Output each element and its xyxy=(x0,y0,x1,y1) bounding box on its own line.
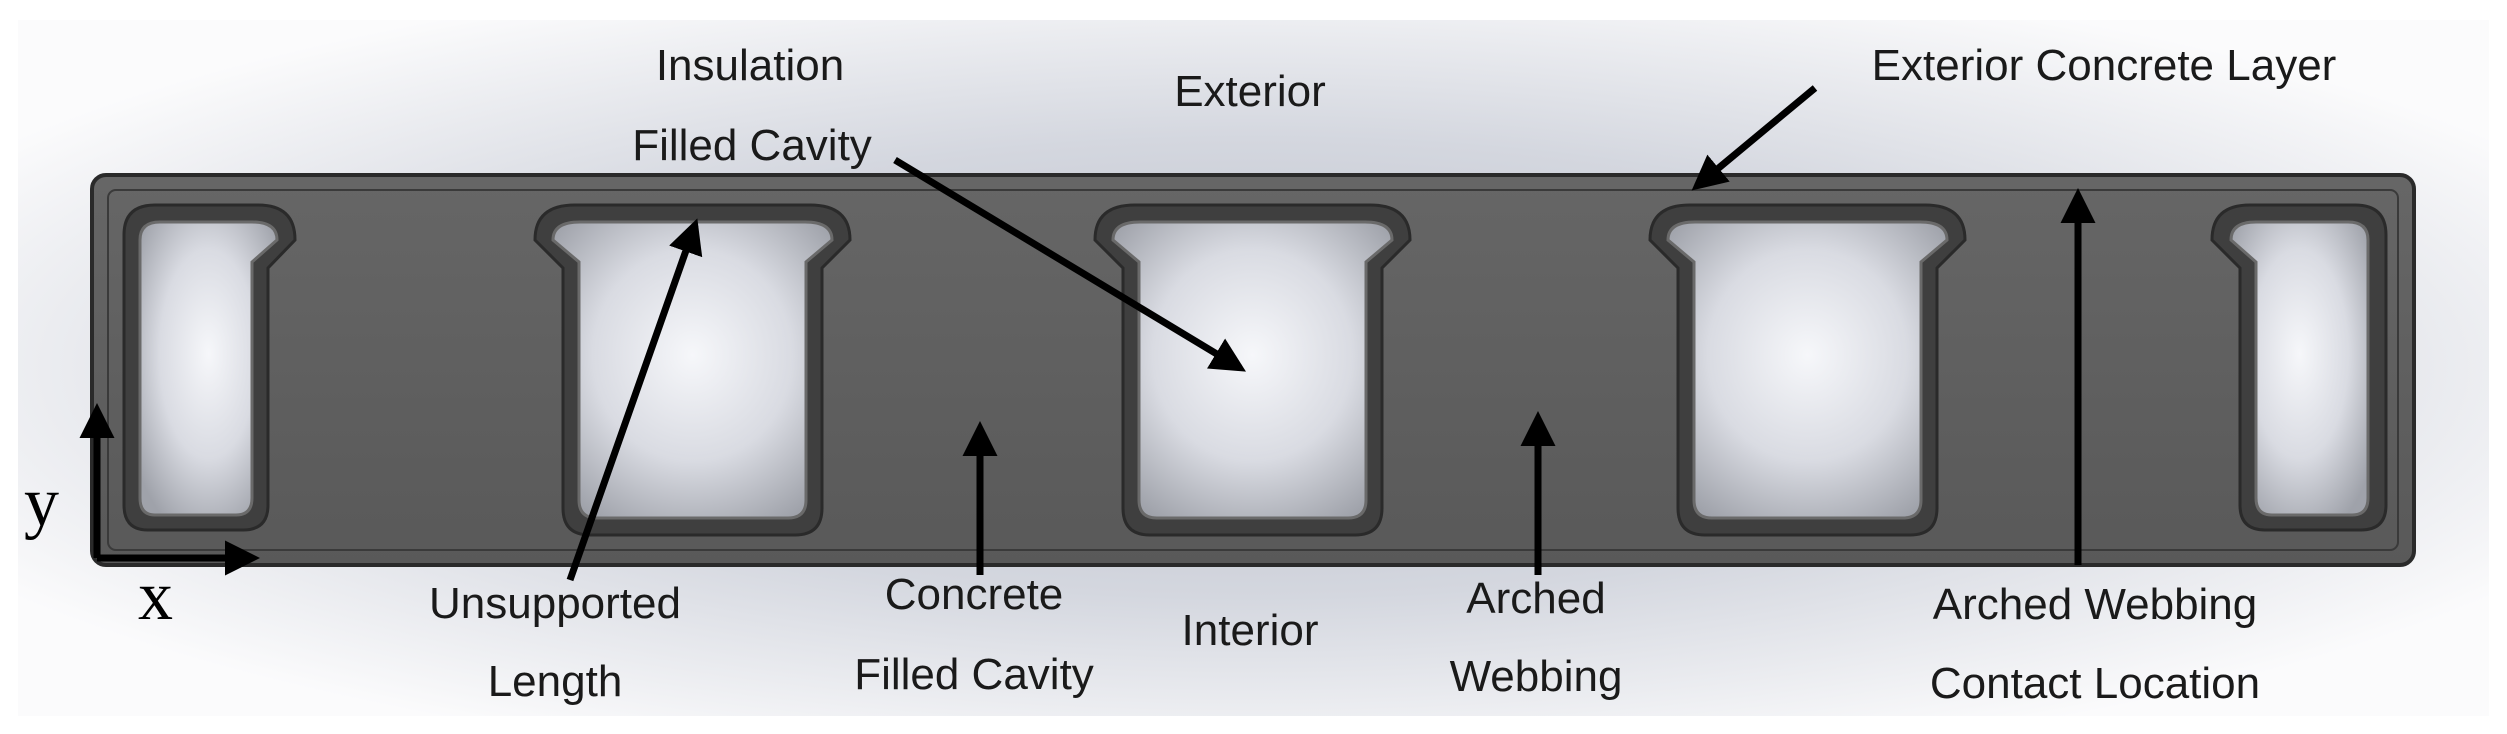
callout-arrows xyxy=(566,85,2096,582)
label-unsupported-line1: Unsupported xyxy=(429,579,681,628)
label-concrete-line1: Concrete xyxy=(884,570,1064,619)
arrow-insulation-filled-cavity xyxy=(893,157,1246,372)
cavity-edge-left xyxy=(122,203,297,532)
label-concrete-line2: Filled Cavity xyxy=(854,650,1094,699)
cavity-insulation-3 xyxy=(1648,203,1967,537)
label-unsupported-line2: Length xyxy=(487,657,623,706)
label-contact-line2: Contact Location xyxy=(1929,659,2261,708)
axis-label-x: x xyxy=(138,558,173,635)
label-exterior: Exterior xyxy=(1174,67,1326,116)
cavity-insulation-2 xyxy=(1093,203,1412,537)
axis-label-y: y xyxy=(24,464,59,541)
cavity-edge-right xyxy=(2210,203,2388,532)
label-arched-line1: Arched xyxy=(1466,574,1606,623)
label-insulation-line1: Insulation xyxy=(655,41,845,90)
block-panel-inner-edge xyxy=(107,189,2399,551)
label-interior: Interior xyxy=(1181,606,1319,655)
label-arched-line2: Webbing xyxy=(1449,652,1623,701)
label-insulation-line2: Filled Cavity xyxy=(632,121,872,170)
coordinate-axes xyxy=(79,403,260,576)
label-contact-line1: Arched Webbing xyxy=(1932,580,2258,629)
arrow-exterior-concrete-layer xyxy=(1691,85,1818,191)
arrow-unsupported-length xyxy=(566,218,703,582)
cavity-insulation-1 xyxy=(533,203,852,537)
label-exterior-concrete-layer: Exterior Concrete Layer xyxy=(1871,41,2337,90)
